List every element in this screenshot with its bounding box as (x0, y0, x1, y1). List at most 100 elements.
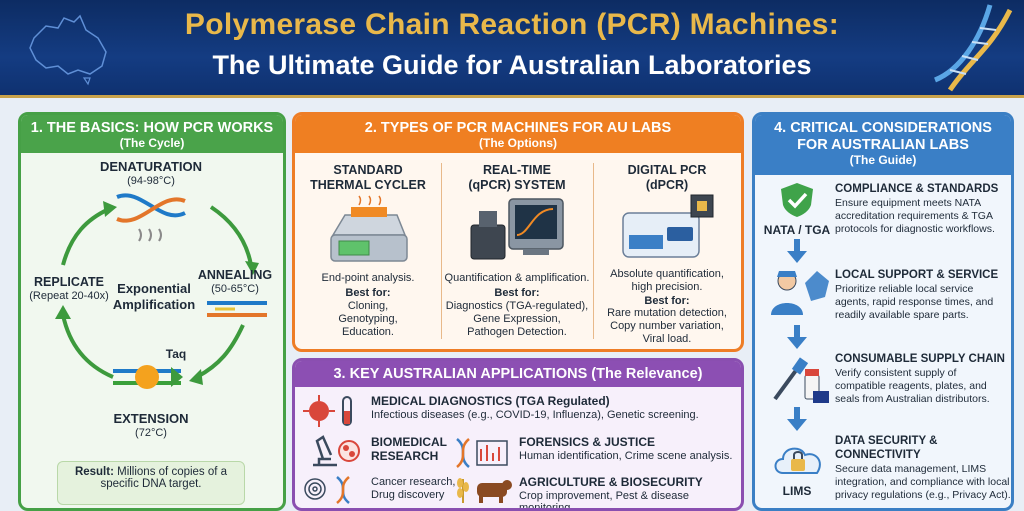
machine-dpcr-name-2: (dPCR) (645, 178, 689, 192)
app-medical-title: MEDICAL DIAGNOSTICS (TGA Regulated) (371, 394, 610, 408)
machine-dpcr-desc-1: Absolute quantification, (610, 268, 724, 280)
australia-map-icon (29, 14, 107, 86)
section-applications: 3. KEY AUSTRALIAN APPLICATIONS (The Rele… (292, 358, 744, 511)
header-banner: Polymerase Chain Reaction (PCR) Machines… (0, 0, 1024, 98)
machine-qpcr-name-2: (qPCR) SYSTEM (468, 178, 566, 192)
section-applications-title: 3. KEY AUSTRALIAN APPLICATIONS (The Rele… (333, 366, 703, 382)
microscope-icon (313, 435, 360, 467)
consideration-data-line-1: Secure data management, LIMS (835, 463, 987, 475)
section-machine-types-subtitle: (The Options) (479, 136, 557, 150)
result-text: Millions of copies of a (113, 466, 228, 478)
machine-standard-use-3: Education. (342, 326, 394, 338)
annealing-label: ANNEALING (197, 268, 273, 282)
cloud-lock-icon (774, 447, 821, 474)
taq-polymerase-icon (135, 365, 159, 389)
machine-qpcr-best: Best for: (494, 287, 540, 299)
consideration-support-line-2: agents, rapid response times, and (835, 296, 994, 308)
machine-dpcr-use-3: Viral load. (642, 333, 692, 345)
digital-pcr-icon (622, 194, 714, 258)
virus-icon (303, 395, 352, 427)
technician-icon (771, 271, 829, 315)
consideration-support-title: LOCAL SUPPORT & SERVICE (835, 269, 999, 281)
pcr-cycle-diagram (55, 193, 267, 389)
pipette-vial-icon (773, 357, 829, 403)
taq-label: Taq (165, 347, 187, 361)
app-medical-desc: Infectious diseases (e.g., COVID-19, Inf… (371, 409, 699, 421)
machine-standard-best: Best for: (345, 287, 391, 299)
app-forensics-title: FORENSICS & JUSTICE (519, 435, 656, 449)
center-label-line2: Amplification (112, 297, 196, 312)
consideration-compliance-line-3: protocols for diagnostic workflows. (835, 223, 995, 235)
column-divider (593, 163, 594, 339)
consideration-support-line-1: Prioritize reliable local service (835, 283, 974, 295)
section-machine-types-header: 2. TYPES OF PCR MACHINES FOR AU LABS (Th… (295, 115, 741, 153)
consideration-supply-title: CONSUMABLE SUPPLY CHAIN (835, 353, 1005, 365)
machine-standard-desc: End-point analysis. (321, 272, 415, 284)
machine-dpcr-best: Best for: (644, 295, 690, 307)
app-biomed-desc-1: Cancer research, (371, 476, 456, 488)
center-label-line1: Exponential (117, 281, 191, 296)
consideration-data-title-2: CONNECTIVITY (835, 449, 921, 461)
consideration-supply-line-3: seals from Australian distributors. (835, 393, 990, 405)
consideration-compliance-line-1: Ensure equipment meets NATA (835, 197, 982, 209)
app-biomed-desc-2: Drug discovery (371, 489, 445, 501)
section-machine-types-title: 2. TYPES OF PCR MACHINES FOR AU LABS (364, 120, 672, 136)
app-biomed-title-1: BIOMEDICAL (371, 435, 447, 449)
consideration-compliance-title: COMPLIANCE & STANDARDS (835, 183, 999, 195)
app-forensics-desc: Human identification, Crime scene analys… (519, 450, 733, 462)
machine-dpcr-name-1: DIGITAL PCR (627, 163, 707, 177)
consideration-supply-line-1: Verify consistent supply of (835, 367, 957, 379)
section-machine-types: 2. TYPES OF PCR MACHINES FOR AU LABS (Th… (292, 112, 744, 352)
page-title: Polymerase Chain Reaction (PCR) Machines… (184, 8, 840, 41)
result-box: Result: Millions of copies of a specific… (57, 461, 245, 505)
arrow-down-icon (787, 239, 807, 263)
section-basics-subtitle: (The Cycle) (119, 136, 185, 150)
machine-qpcr-use-2: Gene Expression, (473, 313, 561, 325)
section-applications-header: 3. KEY AUSTRALIAN APPLICATIONS (The Rele… (295, 361, 741, 387)
consideration-compliance-line-2: accreditation requirements & TGA (835, 210, 993, 222)
denaturation-temp: (94-98°C) (127, 175, 175, 187)
machine-dpcr-desc-2: high precision. (631, 281, 703, 293)
consideration-data-line-2: integration, and compliance with local (835, 476, 1010, 488)
app-agri-desc: Crop improvement, Pest & disease monitor… (519, 490, 689, 511)
machine-dpcr-use-1: Rare mutation detection, (607, 307, 727, 319)
shield-check-icon (781, 183, 813, 217)
column-divider (441, 163, 442, 339)
nata-tga-label: NATA / TGA (763, 223, 831, 237)
section-basics-header: 1. THE BASICS: HOW PCR WORKS (The Cycle) (21, 115, 283, 153)
qpcr-system-icon (470, 198, 564, 260)
machine-qpcr-use-1: Diagnostics (TGA-regulated), (445, 300, 589, 312)
result-label: Result: (74, 466, 114, 478)
machine-standard-name-1: STANDARD (333, 163, 403, 177)
section-basics: 1. THE BASICS: HOW PCR WORKS (The Cycle)… (18, 112, 286, 511)
machine-dpcr-use-2: Copy number variation, (610, 320, 724, 332)
section-considerations-subtitle: (The Guide) (849, 153, 917, 167)
app-biomed-title-2: RESEARCH (371, 449, 439, 463)
machine-qpcr-use-3: Pathogen Detection. (467, 326, 567, 338)
arrow-down-icon (787, 325, 807, 349)
consideration-supply-line-2: compatible reagents, plates, and (835, 380, 987, 392)
extension-temp: (72°C) (135, 427, 167, 439)
dna-strand-icon (116, 193, 186, 242)
replicate-label: REPLICATE (34, 275, 104, 289)
machine-qpcr-name-1: REAL-TIME (482, 163, 552, 177)
section-considerations-title-2: FOR AUSTRALIAN LABS (797, 137, 969, 153)
annealing-temp: (50-65°C) (211, 283, 259, 295)
consideration-data-line-3: privacy regulations (e.g., Privacy Act). (835, 489, 1011, 501)
dna-fingerprint-icon (456, 438, 508, 468)
wheat-cow-icon (457, 478, 512, 503)
extension-label: EXTENSION (113, 411, 189, 426)
result-text-2: specific DNA target. (100, 478, 202, 490)
page-subtitle: The Ultimate Guide for Australian Labora… (212, 50, 812, 80)
section-considerations-header: 4. CRITICAL CONSIDERATIONS FOR AUSTRALIA… (755, 115, 1011, 175)
arrow-down-icon (787, 407, 807, 431)
app-agri-title: AGRICULTURE & BIOSECURITY (519, 475, 703, 489)
section-basics-title: 1. THE BASICS: HOW PCR WORKS (30, 120, 274, 136)
lims-label: LIMS (782, 484, 812, 498)
dna-helix-icon (933, 4, 1013, 92)
machine-qpcr-desc: Quantification & amplification. (444, 272, 590, 284)
thermal-cycler-icon (330, 195, 408, 262)
consideration-support-line-3: readily available spare parts. (835, 309, 969, 321)
section-considerations: 4. CRITICAL CONSIDERATIONS FOR AUSTRALIA… (752, 112, 1014, 511)
denaturation-label: DENATURATION (99, 159, 203, 174)
